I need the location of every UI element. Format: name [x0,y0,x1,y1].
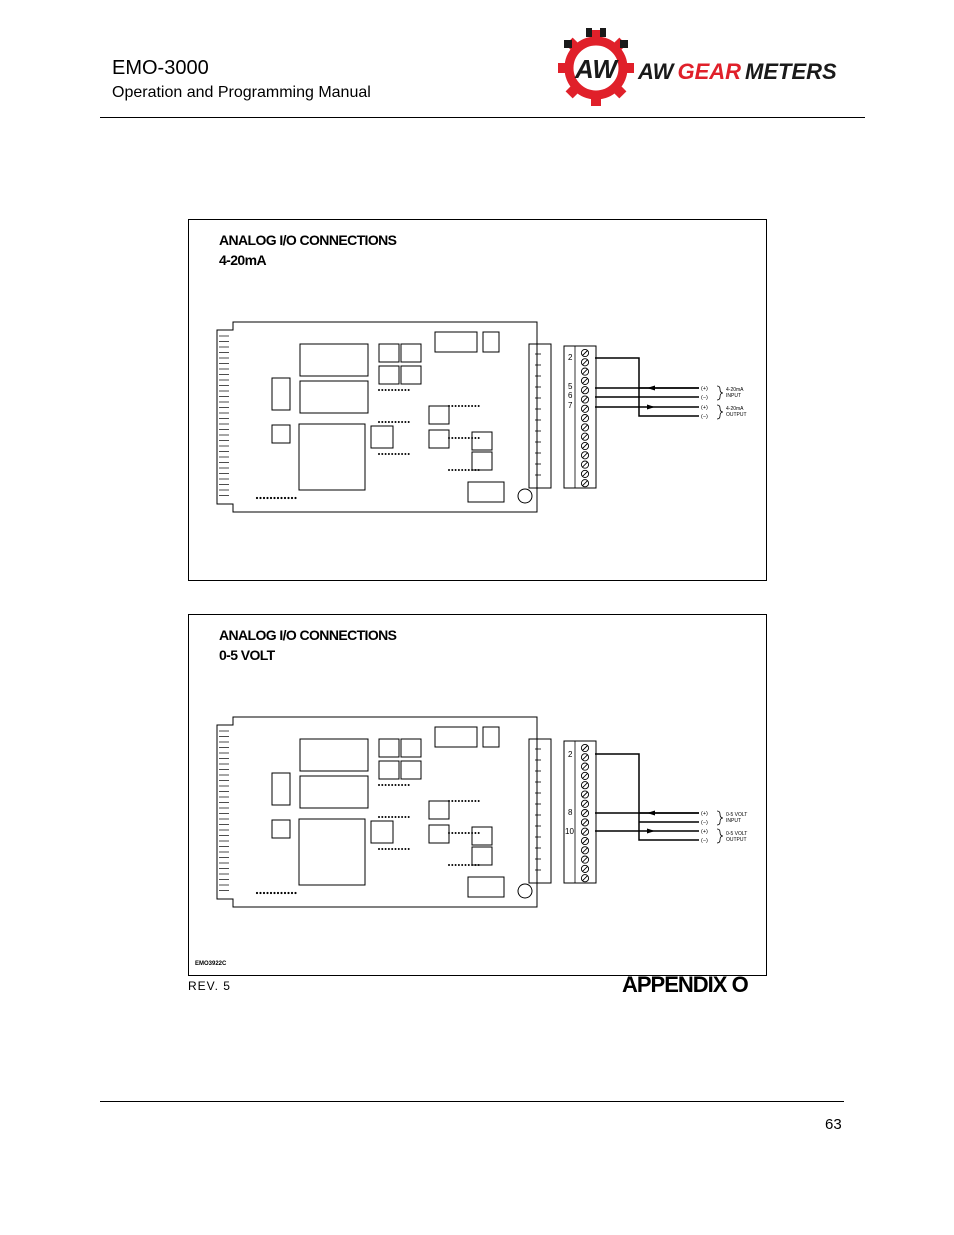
svg-text:(+): (+) [701,829,708,835]
svg-text:(+): (+) [701,386,708,392]
terminal-number: 8 [568,808,573,817]
svg-text:OUTPUT: OUTPUT [726,412,747,418]
svg-text:(+): (+) [701,405,708,411]
signal-labels: (+) (−) (+) (−) 4-20mA INPUT 4-20mA OUTP… [701,386,747,420]
svg-text:INPUT: INPUT [726,818,741,824]
svg-text:(−): (−) [701,838,708,844]
terminal-number: 2 [568,353,573,362]
circuit-board [216,321,552,513]
appendix-label: APPENDIX O [622,972,749,997]
svg-text:0-5 VOLT: 0-5 VOLT [726,831,747,837]
svg-text:0-5 VOLT: 0-5 VOLT [726,812,747,818]
circuit-board [216,716,552,908]
panel-4-20ma: ANALOG I/O CONNECTIONS 4-20mA 2 5 6 7 (+… [188,219,767,581]
terminal-number: 10 [565,827,574,836]
footer-divider [100,1101,844,1102]
signal-labels: (+) (−) (+) (−) 0-5 VOLT INPUT 0-5 VOLT … [701,811,747,844]
panel-title: ANALOG I/O CONNECTIONS [219,627,397,643]
document-title: EMO-3000 [112,57,209,79]
logo-aw: AW [637,59,676,84]
svg-text:(+): (+) [701,811,708,817]
svg-text:4-20mA: 4-20mA [726,406,744,412]
terminal-block [563,345,597,489]
terminal-block [563,740,597,884]
svg-text:OUTPUT: OUTPUT [726,837,747,843]
svg-text:(−): (−) [701,820,708,826]
svg-text:4-20mA: 4-20mA [726,387,744,393]
svg-text:(−): (−) [701,414,708,420]
svg-text:INPUT: INPUT [726,393,741,399]
panel-0-5-volt: ANALOG I/O CONNECTIONS 0-5 VOLT 2 8 10 (… [188,614,767,976]
svg-text:(−): (−) [701,395,708,401]
panel-subtitle: 4-20mA [219,252,267,268]
terminal-number: 6 [568,391,573,400]
gear-icon: AW [558,28,634,106]
panel-subtitle: 0-5 VOLT [219,647,275,663]
wiring-diagram-0-5-volt: 2 8 10 (+) (−) (+) (−) 0-5 VOLT INPUT 0-… [216,716,747,908]
wiring-diagram-4-20ma: 2 5 6 7 (+) (−) (+) (−) 4-20mA INPUT 4-2… [216,321,747,513]
wires [595,753,699,841]
logo-gear: GEAR [677,59,741,84]
panel-title: ANALOG I/O CONNECTIONS [219,232,397,248]
revision-label: REV. 5 [188,979,231,993]
document-subtitle: Operation and Programming Manual [112,84,371,101]
logo-meters: METERS [745,59,837,84]
header-divider [100,117,865,118]
page-number: 63 [825,1116,842,1133]
drawing-number: EMO3922C [195,961,227,967]
terminal-number: 5 [568,382,573,391]
svg-text:AW: AW [574,54,619,84]
terminal-number: 2 [568,750,573,759]
terminal-number: 7 [568,401,573,410]
